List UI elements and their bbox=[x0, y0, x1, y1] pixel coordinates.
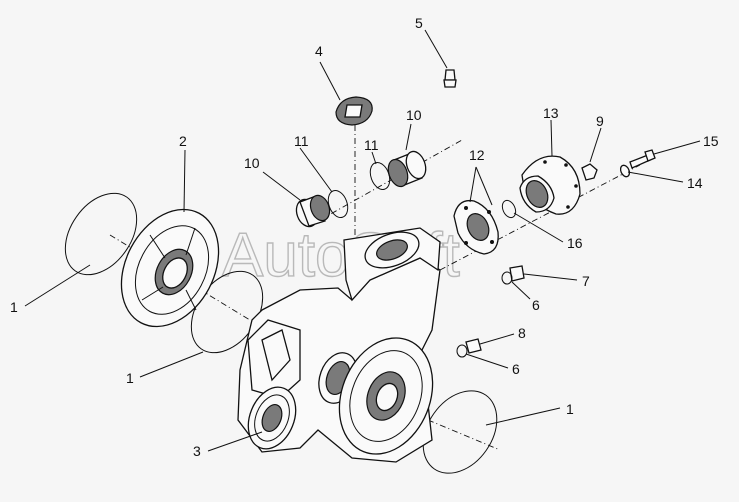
callout-11-left: 11 bbox=[294, 133, 309, 149]
callout-1-left: 1 bbox=[10, 299, 18, 315]
callout-3: 3 bbox=[193, 443, 201, 459]
gasket-left bbox=[64, 192, 138, 276]
callout-labels: 1 1 1 2 3 4 5 6 6 7 8 9 10 10 11 11 12 1… bbox=[10, 15, 719, 459]
callout-10-right: 10 bbox=[406, 107, 422, 123]
o-ring bbox=[501, 199, 517, 219]
ring-left bbox=[327, 189, 349, 219]
bolt bbox=[629, 149, 656, 169]
grease-nipple bbox=[443, 69, 457, 88]
bearing-ring bbox=[247, 386, 297, 450]
bushing-left bbox=[295, 194, 331, 228]
callout-11-right: 11 bbox=[364, 137, 379, 153]
callout-1-right: 1 bbox=[566, 401, 574, 417]
plug-upper bbox=[509, 265, 525, 282]
bearing-cap bbox=[519, 155, 581, 215]
gasket-lower-right bbox=[422, 390, 498, 474]
callout-16: 16 bbox=[567, 235, 583, 251]
callout-9: 9 bbox=[596, 113, 604, 129]
callout-8: 8 bbox=[518, 325, 526, 341]
plug-lower bbox=[465, 338, 482, 354]
callout-6-upper: 6 bbox=[532, 297, 540, 313]
seal-upper bbox=[501, 271, 513, 285]
flange bbox=[453, 199, 499, 255]
leader-lines bbox=[24, 29, 701, 452]
callout-12: 12 bbox=[469, 147, 485, 163]
callout-13: 13 bbox=[543, 105, 559, 121]
bushing-right bbox=[387, 150, 427, 188]
callout-5: 5 bbox=[415, 15, 423, 31]
callout-15: 15 bbox=[703, 133, 719, 149]
callout-10-left: 10 bbox=[244, 155, 260, 171]
nut bbox=[581, 163, 598, 181]
callout-14: 14 bbox=[687, 175, 703, 191]
seal-lower bbox=[456, 344, 468, 358]
callout-2: 2 bbox=[179, 133, 187, 149]
name-plate bbox=[335, 96, 373, 126]
washer bbox=[619, 164, 631, 178]
callout-4: 4 bbox=[315, 43, 323, 59]
callout-7: 7 bbox=[582, 273, 590, 289]
callout-1-middle: 1 bbox=[126, 370, 134, 386]
side-cover bbox=[120, 208, 220, 328]
callout-6-lower: 6 bbox=[512, 361, 520, 377]
